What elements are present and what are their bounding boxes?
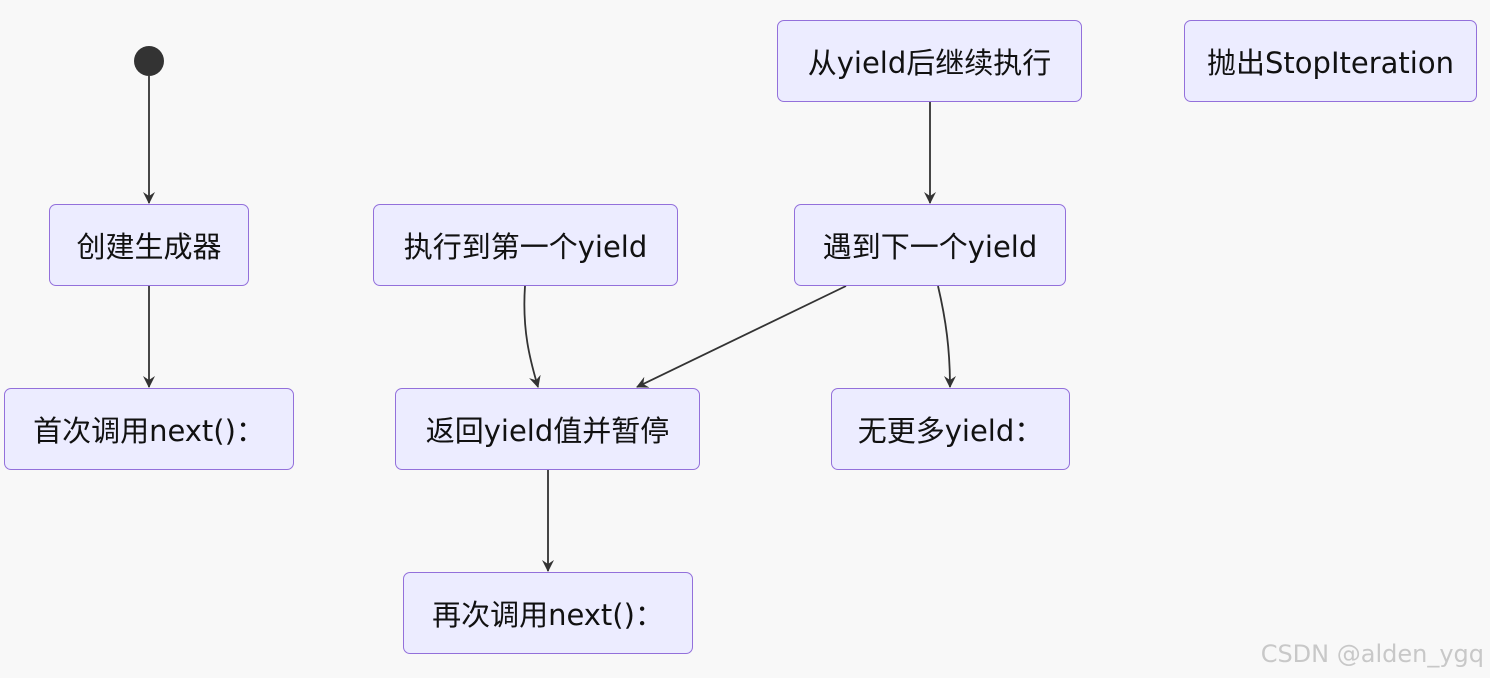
node-run-to-first-yield: 执行到第一个yield bbox=[373, 204, 678, 286]
node-create-generator-label: 创建生成器 bbox=[76, 230, 222, 264]
node-next-yield: 遇到下一个yield bbox=[794, 204, 1066, 286]
node-resume-after-yield: 从yield后继续执行 bbox=[777, 20, 1082, 102]
node-call-next-again: 再次调用next()： bbox=[403, 572, 693, 654]
edge-next-yield-to-return-and-pause bbox=[636, 285, 847, 388]
node-create-generator: 创建生成器 bbox=[49, 204, 249, 286]
node-first-next-label: 首次调用next()： bbox=[33, 414, 265, 448]
edge-run-to-first-yield-to-return-and-pause bbox=[523, 285, 541, 388]
node-no-more-yield: 无更多yield： bbox=[831, 388, 1070, 470]
node-raise-stop-iteration: 抛出StopIteration bbox=[1184, 20, 1477, 102]
node-return-and-pause: 返回yield值并暂停 bbox=[395, 388, 700, 470]
node-next-yield-label: 遇到下一个yield bbox=[822, 230, 1038, 264]
node-first-next: 首次调用next()： bbox=[4, 388, 294, 470]
node-return-and-pause-label: 返回yield值并暂停 bbox=[425, 414, 670, 448]
node-resume-after-yield-label: 从yield后继续执行 bbox=[807, 46, 1052, 80]
edge-next-yield-to-no-more-yield bbox=[937, 285, 956, 388]
node-call-next-again-label: 再次调用next()： bbox=[432, 598, 664, 632]
start-node bbox=[134, 46, 164, 76]
node-run-to-first-yield-label: 执行到第一个yield bbox=[403, 230, 648, 264]
watermark-text: CSDN @alden_ygq bbox=[1260, 640, 1484, 668]
node-raise-stop-iteration-label: 抛出StopIteration bbox=[1207, 46, 1454, 80]
node-no-more-yield-label: 无更多yield： bbox=[857, 414, 1044, 448]
